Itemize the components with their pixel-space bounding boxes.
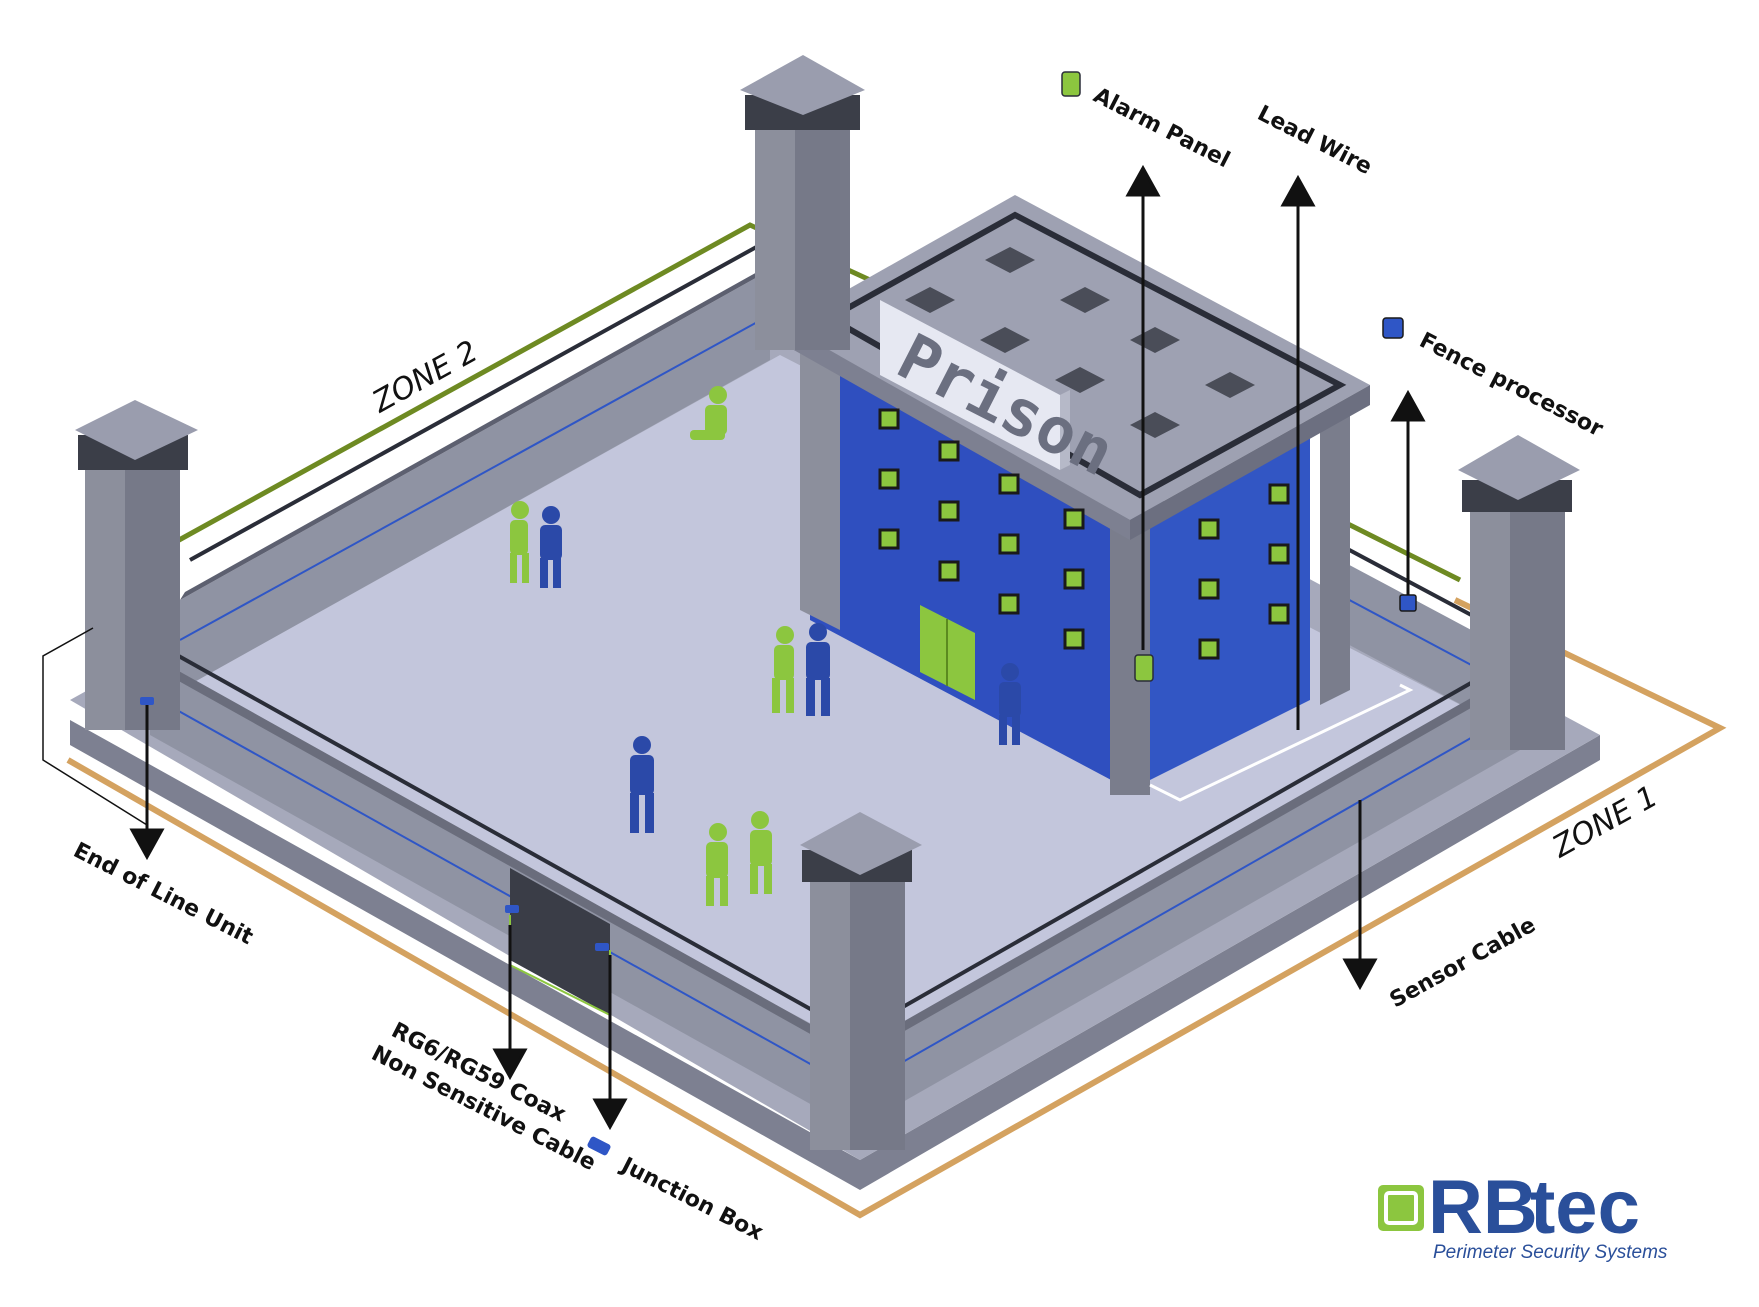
prison-building: Prison xyxy=(785,195,1414,802)
end-of-line-unit-device xyxy=(140,697,154,705)
back-right-wall xyxy=(1339,543,1491,720)
guard-figure xyxy=(999,663,1021,745)
logo-tec: tec xyxy=(1530,1165,1640,1250)
label-alarm-panel: Alarm Panel xyxy=(1089,83,1233,173)
fence-processor-icon xyxy=(1382,317,1404,339)
label-junction-box: Junction Box xyxy=(615,1152,766,1246)
guard-figure xyxy=(540,506,562,588)
rbtec-logo-mark xyxy=(1378,1185,1424,1231)
label-sensor-cable: Sensor Cable xyxy=(1386,913,1540,1014)
guard-figure xyxy=(630,736,654,833)
guard-tower-front xyxy=(800,812,922,1150)
guard-tower-back xyxy=(740,55,865,350)
alarm-panel-icon xyxy=(1061,71,1081,97)
junction-box-icon xyxy=(587,1136,611,1156)
prisoner-figure xyxy=(510,501,529,583)
gate xyxy=(510,868,610,1015)
label-fence-processor: Fence processor xyxy=(1415,328,1607,442)
leader-arrows xyxy=(42,164,1426,1131)
prisoner-figure xyxy=(706,823,728,906)
back-left-wall xyxy=(179,243,775,690)
fence-processor-device xyxy=(1399,594,1417,612)
prisoner-figure xyxy=(750,811,772,894)
label-lead-wire: Lead Wire xyxy=(1253,101,1376,180)
rbtec-logo: RB tec Perimeter Security Systems xyxy=(1378,1165,1668,1263)
logo-tagline: Perimeter Security Systems xyxy=(1433,1242,1668,1263)
junction-box-device-on-fence xyxy=(505,905,609,951)
alarm-panel-device xyxy=(1134,654,1154,682)
front-right-wall xyxy=(879,653,1521,1115)
figures xyxy=(510,386,1021,906)
prisoner-figure xyxy=(690,386,727,440)
logo-rb: RB xyxy=(1428,1165,1538,1250)
guard-tower-right xyxy=(1458,435,1580,750)
guard-tower-left xyxy=(75,400,198,730)
zone-1-cable xyxy=(66,597,1727,1219)
front-left-wall xyxy=(149,638,831,1115)
prisoner-figure xyxy=(772,626,794,713)
guard-figure xyxy=(806,623,830,716)
